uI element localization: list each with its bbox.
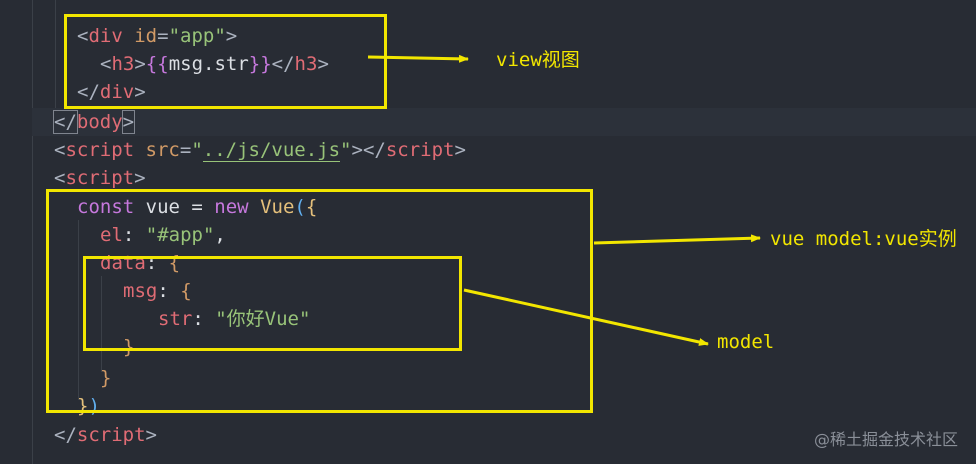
code-line-1[interactable]: <div id="app"> [77, 25, 238, 47]
script-src-link[interactable]: ../js/vue.js [202, 139, 341, 162]
model-arrow [463, 288, 709, 346]
view-label: view视图 [496, 49, 580, 71]
vue-instance-highlight-box [46, 189, 593, 413]
indent-guide [101, 276, 102, 372]
code-line-13[interactable]: } [100, 367, 112, 389]
indent-guide [78, 220, 79, 400]
code-line-2[interactable]: <h3>{{msg.str}}</h3> [100, 53, 329, 75]
vue-model-label: vue model:vue实例 [770, 228, 957, 250]
watermark: @稀土掘金技术社区 [813, 430, 958, 449]
view-highlight-box [64, 14, 387, 109]
current-line-highlight [32, 108, 976, 136]
code-line-7[interactable]: const vue = new Vue({ [77, 196, 318, 218]
view-arrow [367, 54, 469, 63]
vue-model-arrow [593, 234, 761, 245]
code-line-8[interactable]: el: "#app", [100, 224, 226, 246]
code-line-10[interactable]: msg: { [123, 280, 192, 302]
indent-guide [55, 0, 56, 108]
indent-guide [32, 0, 33, 464]
code-line-3[interactable]: </div> [77, 81, 146, 103]
code-line-4[interactable]: </body> [53, 110, 136, 134]
code-line-15[interactable]: </script> [54, 424, 157, 446]
model-label: model [717, 331, 775, 353]
model-highlight-box [83, 256, 462, 351]
code-line-14[interactable]: }) [77, 395, 100, 417]
code-line-5[interactable]: <script src="../js/vue.js"></script> [54, 139, 466, 162]
code-line-11[interactable]: str: "你好Vue" [158, 308, 311, 330]
code-line-6[interactable]: <script> [54, 167, 146, 189]
code-line-12[interactable]: } [123, 336, 135, 358]
